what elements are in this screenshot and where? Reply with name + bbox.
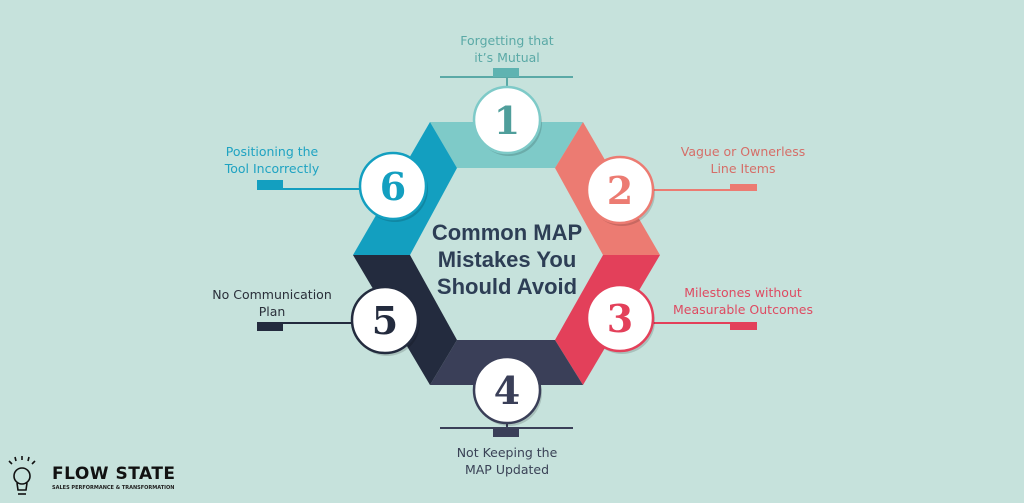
item-label-6-line-1: Positioning the bbox=[226, 144, 319, 159]
center-title-line-3: Should Avoid bbox=[437, 274, 577, 299]
item-label-4-line-2: MAP Updated bbox=[465, 462, 549, 477]
connector-marker-1 bbox=[493, 68, 519, 77]
number-4: 4 bbox=[494, 368, 520, 413]
number-3: 3 bbox=[607, 296, 633, 341]
item-label-3-line-1: Milestones without bbox=[684, 285, 802, 300]
center-title-line-1: Common MAP bbox=[432, 220, 582, 245]
connector-marker-2 bbox=[730, 184, 757, 191]
number-5: 5 bbox=[372, 298, 398, 343]
item-label-5-line-2: Plan bbox=[259, 304, 286, 319]
number-badge-6 bbox=[358, 151, 428, 221]
number-badge-1 bbox=[472, 85, 542, 155]
item-label-5-line-1: No Communication bbox=[212, 287, 332, 302]
item-label-4-line-1: Not Keeping the bbox=[457, 445, 558, 460]
logo-tagline: SALES PERFORMANCE & TRANSFORMATION bbox=[52, 485, 175, 491]
number-2: 2 bbox=[607, 168, 633, 213]
item-label-1-line-2: it’s Mutual bbox=[474, 50, 540, 65]
number-badge-2 bbox=[585, 155, 655, 225]
connector-marker-5 bbox=[257, 322, 283, 331]
item-label-6-line-2: Tool Incorrectly bbox=[224, 161, 320, 176]
number-badge-4 bbox=[472, 355, 542, 425]
connector-marker-6 bbox=[257, 180, 283, 189]
item-label-3-line-2: Measurable Outcomes bbox=[673, 302, 813, 317]
connector-marker-4 bbox=[493, 428, 519, 437]
logo-name: FLOW STATE bbox=[52, 464, 176, 484]
lightbulb-icon bbox=[8, 456, 36, 495]
item-label-2-line-2: Line Items bbox=[711, 161, 776, 176]
item-label-2-line-1: Vague or Ownerless bbox=[681, 144, 806, 159]
number-6: 6 bbox=[380, 164, 406, 209]
number-badge-5 bbox=[350, 285, 420, 355]
connector-marker-3 bbox=[730, 322, 757, 330]
number-badge-3 bbox=[585, 283, 655, 353]
item-label-1-line-1: Forgetting that bbox=[460, 33, 554, 48]
connector-line-1 bbox=[440, 76, 573, 87]
center-title-line-2: Mistakes You bbox=[438, 247, 577, 272]
number-1: 1 bbox=[494, 98, 520, 143]
